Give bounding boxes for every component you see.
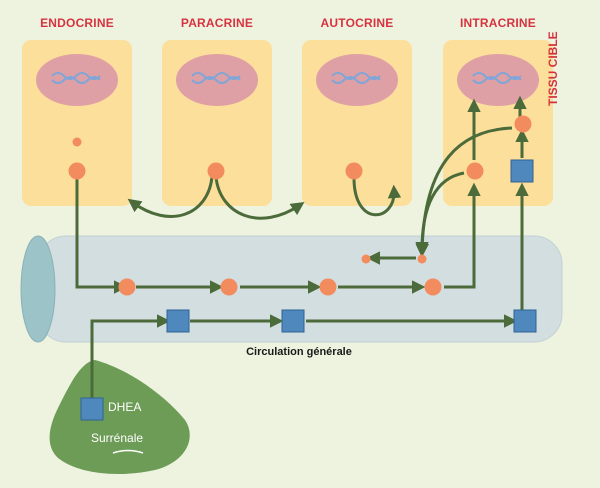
nucleus-paracrine xyxy=(176,54,258,106)
hormone-molecule xyxy=(345,162,363,180)
hormone-molecule xyxy=(68,162,86,180)
label-adrenal: Surrénale xyxy=(91,431,144,445)
nucleus-autocrine xyxy=(316,54,398,106)
label-endocrine: ENDOCRINE xyxy=(40,16,114,30)
adrenal-gland xyxy=(49,360,190,474)
signal-arrows xyxy=(75,95,529,398)
label-dhea: DHEA xyxy=(108,400,142,414)
label-target-tissue: TISSU CIBLE xyxy=(546,31,560,106)
hormone-molecule xyxy=(220,278,238,296)
label-paracrine: PARACRINE xyxy=(180,16,254,30)
dhea-molecule xyxy=(281,309,305,333)
hormone-molecule xyxy=(319,278,337,296)
hormone-molecule xyxy=(417,254,427,264)
nucleus-intracrine xyxy=(457,54,539,106)
hormone-molecule xyxy=(118,278,136,296)
hormone-molecule xyxy=(424,278,442,296)
dhea-molecule xyxy=(513,309,537,333)
label-autocrine: AUTOCRINE xyxy=(320,16,394,30)
adrenal-mark-icon xyxy=(112,449,144,454)
label-circulation: Circulation générale xyxy=(246,346,352,358)
hormone-molecule xyxy=(207,162,225,180)
hormone-molecule xyxy=(361,254,371,264)
label-intracrine: INTRACRINE xyxy=(460,16,536,30)
dhea-molecule xyxy=(166,309,190,333)
dhea-molecule xyxy=(510,159,534,183)
dhea-molecule xyxy=(80,397,104,421)
nucleus-endocrine xyxy=(36,54,118,106)
hormone-molecule xyxy=(466,162,484,180)
hormone-molecule xyxy=(72,137,82,147)
hormone-molecule xyxy=(514,115,532,133)
